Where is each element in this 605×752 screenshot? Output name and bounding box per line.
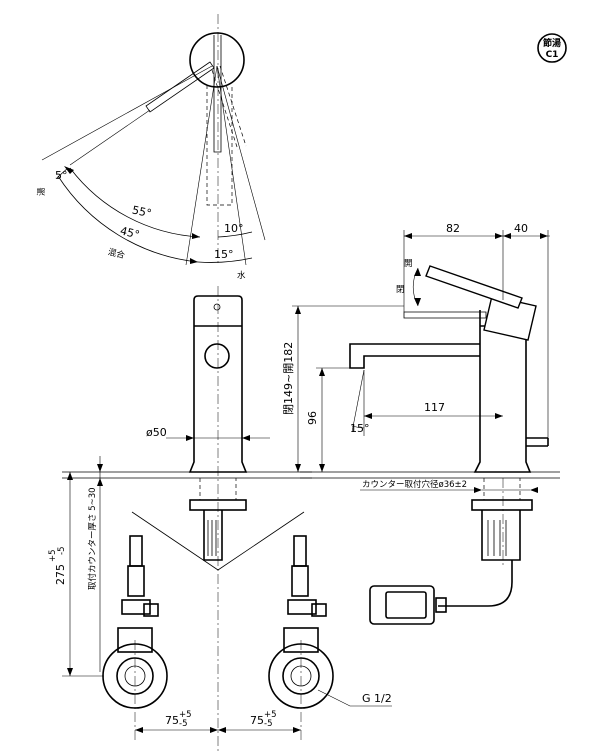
front-view-nut bbox=[189, 499, 247, 511]
dim-96-label: 96 bbox=[306, 411, 319, 425]
side-view-lever-closed bbox=[403, 311, 487, 319]
dim-82-label: 82 bbox=[446, 222, 460, 235]
dim-75-left-tol-lower: -5 bbox=[179, 719, 187, 729]
front-view-hose-lines bbox=[131, 511, 305, 571]
arc-45 bbox=[57, 175, 199, 263]
counter-hole-label: カウンター取付穴径ø36±2 bbox=[362, 479, 467, 490]
label-hot: 湯 bbox=[36, 187, 47, 196]
front-view-body bbox=[188, 295, 248, 473]
arc-55 bbox=[69, 167, 201, 238]
dim-275-tol-lower: -5 bbox=[57, 547, 67, 555]
side-view-lever-open bbox=[425, 265, 523, 309]
counter-thickness-label: 取付カウンター厚さ 5~30 bbox=[87, 487, 98, 590]
badge-top-text: 節湯 bbox=[542, 37, 561, 49]
top-view-lever-hot bbox=[145, 61, 215, 113]
badge-bottom-text: C1 bbox=[546, 50, 559, 60]
top-view: 5° 湯 55° 45° 混合 10° 15° 水 bbox=[36, 14, 266, 281]
side-view-cartridge bbox=[483, 295, 537, 341]
dim-275-label: 275 bbox=[54, 564, 67, 585]
label-water: 水 bbox=[237, 270, 246, 281]
side-view-spout bbox=[349, 343, 480, 369]
front-view: ø50 bbox=[48, 286, 392, 752]
dim-75-right-tol-lower: -5 bbox=[264, 719, 272, 729]
arc-15 bbox=[197, 257, 253, 263]
angle-15-label: 15° bbox=[214, 248, 234, 261]
right-stop-valve bbox=[268, 535, 334, 740]
dim-275-tol-upper: +5 bbox=[48, 549, 58, 562]
dim-75-left: 75 bbox=[165, 714, 179, 727]
arc-10 bbox=[217, 231, 253, 238]
dia-50-label: ø50 bbox=[146, 426, 167, 439]
top-view-body-circle bbox=[189, 32, 245, 88]
dim-117-label: 117 bbox=[424, 401, 445, 414]
angle-10-label: 10° bbox=[224, 222, 244, 235]
left-stop-valve bbox=[102, 535, 168, 740]
angle-55-label: 55° bbox=[131, 203, 153, 220]
dim-height-label: 閉149~開182 bbox=[282, 342, 295, 415]
side-view: 82 40 開 閉 閉149~開182 96 117 15° カウ bbox=[282, 222, 560, 625]
dim-40-label: 40 bbox=[514, 222, 528, 235]
angle-15-side-label: 15° bbox=[350, 422, 370, 435]
thread-label: G 1/2 bbox=[362, 692, 392, 705]
top-view-spout-hidden bbox=[206, 85, 233, 206]
label-close: 閉 bbox=[396, 285, 405, 295]
angle-5-label: 5° bbox=[55, 169, 68, 182]
side-view-cable bbox=[438, 560, 513, 607]
label-mix: 混合 bbox=[107, 246, 127, 261]
angle-45-label: 45° bbox=[119, 224, 141, 241]
water-saving-badge: 節湯 C1 bbox=[537, 33, 567, 63]
dim-75-right: 75 bbox=[250, 714, 264, 727]
side-view-control-box bbox=[369, 585, 435, 625]
front-view-outlet bbox=[204, 343, 230, 369]
dim-75-right-tol-upper: +5 bbox=[264, 710, 277, 720]
dim-75-left-tol-upper: +5 bbox=[179, 710, 192, 720]
label-open: 開 bbox=[404, 259, 413, 269]
front-view-shank bbox=[199, 478, 237, 501]
